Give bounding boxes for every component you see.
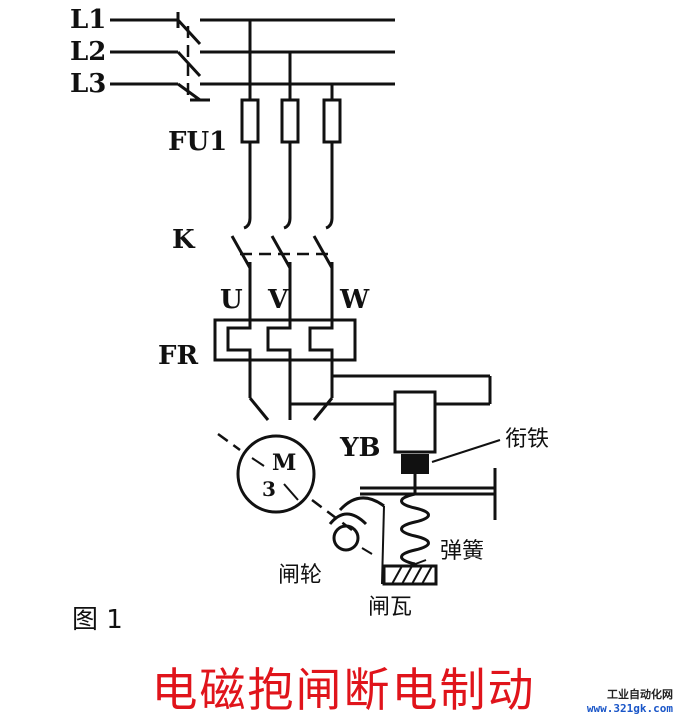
watermark-url: www.321gk.com <box>586 702 673 715</box>
label-fu1: FU1 <box>168 127 227 157</box>
supply-lines <box>110 12 395 86</box>
label-l3: L3 <box>70 69 106 99</box>
phase-conductors-upper <box>248 20 334 100</box>
contactor-k <box>230 217 334 320</box>
motor <box>217 432 353 531</box>
thermal-relay-fr <box>213 318 357 421</box>
motor-label-m: M <box>272 450 296 476</box>
motor-label-3: 3 <box>262 477 276 501</box>
label-l2: L2 <box>70 37 106 67</box>
brake-mechanism <box>328 468 497 586</box>
label-u: U <box>220 285 243 315</box>
main-switch <box>176 18 210 102</box>
label-spring: 弹簧 <box>440 539 484 564</box>
diagram-caption: 电磁抱闸断电制动 <box>151 663 536 717</box>
label-v: V <box>267 285 289 315</box>
label-armature: 衔铁 <box>505 427 549 452</box>
fuses-fu1 <box>240 98 342 218</box>
label-l1: L1 <box>70 5 106 35</box>
label-w: W <box>339 285 370 315</box>
label-brake-shoe: 闸瓦 <box>368 595 412 620</box>
label-k: K <box>172 225 196 255</box>
label-yb: YB <box>339 433 381 463</box>
watermark-title: 工业自动化网 <box>607 688 673 701</box>
label-brake-wheel: 闸轮 <box>278 563 322 588</box>
figure-label: 图 1 <box>72 605 123 635</box>
label-fr: FR <box>158 341 198 371</box>
brake-coil-yb <box>393 390 501 474</box>
yb-supply <box>290 374 492 406</box>
